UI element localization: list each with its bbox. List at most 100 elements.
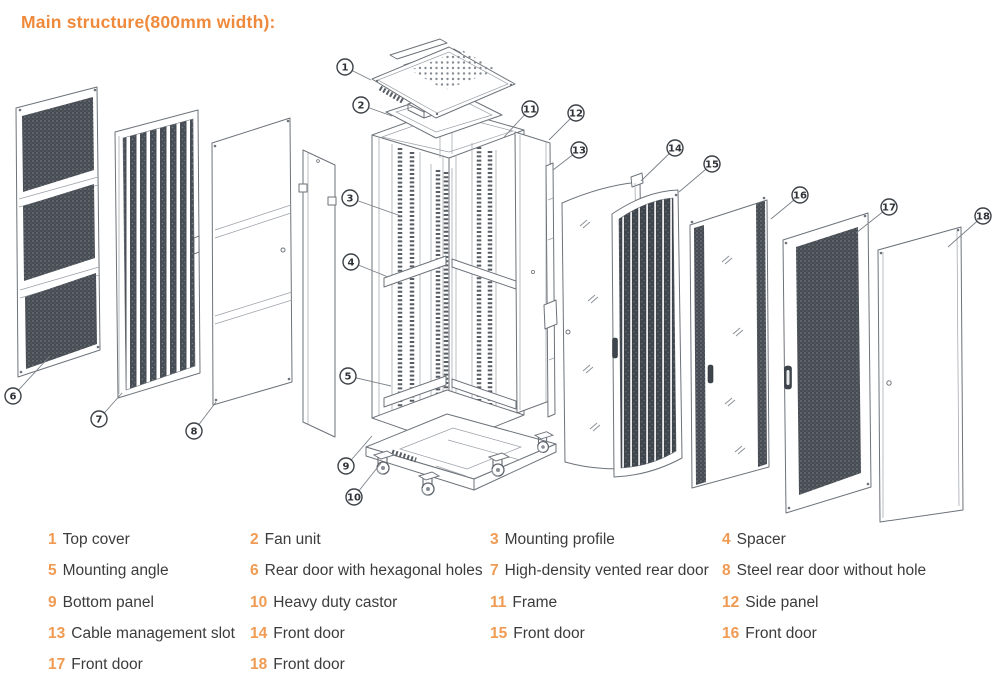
frame <box>371 107 525 446</box>
legend-item-5: 5 Mounting angle <box>48 562 250 593</box>
legend-item-number: 5 <box>48 562 57 580</box>
callout-number: 3 <box>347 193 354 204</box>
callout-circle <box>345 488 363 506</box>
legend-item-number: 1 <box>48 531 57 548</box>
callout-16: 16 <box>770 186 809 220</box>
front-door-18 <box>877 226 964 523</box>
legend-item-number: 12 <box>722 593 740 611</box>
legend-item-label: Mounting angle <box>62 562 169 580</box>
legend-item-number: 2 <box>250 531 259 548</box>
callout-leader-line <box>349 197 402 217</box>
legend-item-number: 8 <box>722 562 731 580</box>
callout-circle <box>185 422 203 440</box>
callout-circle <box>666 139 684 157</box>
legend-item-number: 16 <box>722 624 740 642</box>
legend-item-number: 10 <box>250 593 268 611</box>
callout-17: 17 <box>855 198 898 234</box>
callout-circle <box>567 104 585 122</box>
legend-item-label: Rear door with hexagonal holes <box>264 562 483 580</box>
callout-circle <box>342 253 360 271</box>
callout-circle <box>337 457 355 475</box>
callout-circle <box>880 198 898 216</box>
callout-number: 7 <box>96 414 103 425</box>
callout-3: 3 <box>341 189 402 217</box>
legend-item-label: Side panel <box>745 593 819 611</box>
callout-13: 13 <box>552 141 588 171</box>
legend-item-label: Steel rear door without hole <box>736 562 927 580</box>
callout-circle <box>339 367 357 385</box>
legend-item-number: 6 <box>250 562 259 580</box>
callout-number: 17 <box>882 202 896 213</box>
callout-circle <box>570 141 588 159</box>
callout-18: 18 <box>947 207 992 248</box>
rear-door-steel <box>211 117 293 406</box>
top-cover <box>371 38 516 119</box>
callout-15: 15 <box>678 155 721 193</box>
callout-circle <box>703 155 721 173</box>
callout-number: 9 <box>343 461 350 472</box>
callout-number: 10 <box>347 492 361 503</box>
legend-item-number: 13 <box>48 624 66 642</box>
front-door-17 <box>782 212 872 514</box>
legend-item-label: Front door <box>273 656 345 674</box>
callout-2: 2 <box>352 96 393 117</box>
callout-circle <box>974 207 992 225</box>
bottom-panel <box>365 413 557 491</box>
door-handle <box>707 364 714 384</box>
callout-number: 6 <box>10 391 17 402</box>
callout-number: 8 <box>191 426 198 437</box>
legend-item-12: 12 Side panel <box>722 594 992 625</box>
callout-number: 2 <box>358 100 365 111</box>
legend-item-label: Front door <box>745 624 817 642</box>
callout-number: 18 <box>976 211 990 222</box>
castor-wheel <box>418 471 440 496</box>
clip <box>298 183 308 193</box>
callout-number: 16 <box>793 190 807 201</box>
callout-10: 10 <box>345 462 382 506</box>
callout-circle <box>352 96 370 114</box>
door-handle-hole <box>280 247 286 253</box>
legend-item-2: 2 Fan unit <box>250 531 490 562</box>
door-handle <box>612 337 618 359</box>
rear-door-hex-holes <box>15 86 101 378</box>
legend-item-6: 6 Rear door with hexagonal holes <box>250 562 490 593</box>
legend-item-label: High-density vented rear door <box>504 562 709 580</box>
callout-8: 8 <box>185 401 217 440</box>
callout-11: 11 <box>503 100 539 138</box>
legend-item-16: 16 Front door <box>722 625 992 656</box>
legend-item-label: Front door <box>513 624 585 642</box>
callout-5: 5 <box>339 367 392 387</box>
callout-6: 6 <box>4 355 51 405</box>
callout-14: 14 <box>640 139 684 182</box>
front-door-15 <box>611 189 683 478</box>
callout-number: 13 <box>572 145 586 156</box>
door-lock <box>193 235 200 255</box>
legend-item-number: 14 <box>250 624 268 642</box>
legend-item-number: 18 <box>250 656 268 674</box>
callout-number: 11 <box>523 104 537 115</box>
cable-management-slot <box>543 162 558 418</box>
front-door-16 <box>689 196 770 489</box>
vent-hole-grid <box>410 50 497 90</box>
door-handle-hole <box>565 329 571 335</box>
callout-circle <box>336 58 354 76</box>
legend-item-label: Front door <box>273 624 345 642</box>
legend-item-number: 11 <box>490 593 507 611</box>
callout-circle <box>4 387 22 405</box>
legend-item-label: Fan unit <box>264 531 321 548</box>
callout-circle <box>791 186 809 204</box>
legend-item-8: 8 Steel rear door without hole <box>722 562 992 593</box>
rear-door-vented <box>114 109 201 399</box>
callout-number: 12 <box>569 108 583 119</box>
